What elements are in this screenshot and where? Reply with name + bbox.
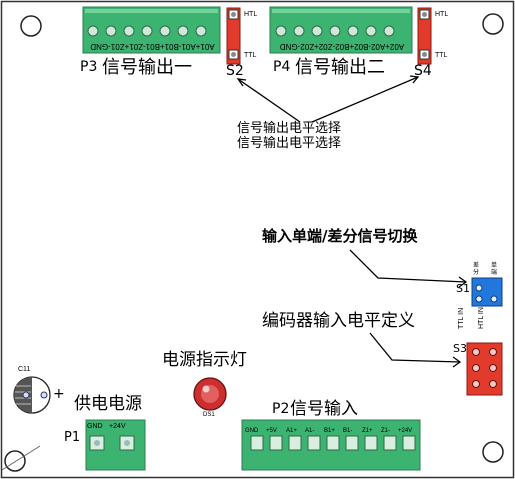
- s2-jumper: [226, 7, 241, 65]
- p2-terminal-block: [241, 419, 421, 471]
- p3-pin-labels: A01+A01-B01+B01-Z01+Z01-GND: [90, 42, 215, 51]
- s1-option-b: 单端: [491, 262, 498, 276]
- p2-pin: A1-: [305, 428, 315, 434]
- p4-terminal-block: [269, 6, 413, 54]
- p2-pin: Z1-: [381, 428, 390, 434]
- s3-header: [466, 342, 503, 396]
- p1-designator: P1: [64, 430, 81, 445]
- mount-hole-bottom-right: [482, 441, 504, 463]
- power-led-ref: DS1: [203, 412, 215, 418]
- s4-ttl-label: TTL: [435, 52, 448, 59]
- s1-designator: S1: [456, 282, 470, 295]
- p4-designator: P4: [273, 59, 291, 75]
- mount-hole-top-right: [482, 13, 504, 35]
- p3-terminal-block: [82, 6, 221, 54]
- s1-switch: [471, 277, 503, 307]
- s4-designator: S4: [414, 63, 432, 79]
- p2-pin: B1+: [324, 428, 335, 434]
- p2-pin: B1-: [343, 428, 353, 434]
- mount-hole-bottom-left: [4, 450, 26, 472]
- s3-option-htl: HTL IN: [478, 307, 485, 329]
- s2-htl-label: HTL: [244, 11, 258, 18]
- c11-plus: +: [53, 386, 65, 402]
- c11-capacitor: [13, 376, 51, 414]
- corner-mark: [1, 445, 41, 471]
- power-led-label: 电源指示灯: [162, 350, 247, 370]
- s1-arrow: [349, 249, 468, 288]
- output-level-note-1: 信号输出电平选择: [237, 121, 342, 136]
- s4-htl-label: HTL: [435, 11, 449, 18]
- p3-title: 信号输出一: [102, 57, 192, 78]
- p4-title: 信号输出二: [295, 57, 385, 78]
- s3-arrow: [369, 332, 462, 368]
- p1-terminal-block: [85, 419, 146, 471]
- mount-hole-top-left: [20, 15, 42, 37]
- output-level-arrows: [236, 75, 420, 123]
- p2-designator: P2: [272, 401, 290, 417]
- c11-ref: C11: [18, 366, 31, 373]
- s4-jumper: [417, 7, 432, 65]
- p2-pin: +5V: [266, 428, 277, 434]
- p1-pin-gnd: GND: [87, 423, 103, 430]
- output-level-note-2: 信号输出电平选择: [237, 136, 342, 151]
- p2-label: 信号输入: [290, 399, 358, 419]
- s1-option-a: 差分: [473, 262, 480, 276]
- s3-label: 编码器输入电平定义: [262, 311, 415, 331]
- p1-label: 供电电源: [74, 394, 142, 414]
- s2-ttl-label: TTL: [244, 52, 257, 59]
- power-led: [193, 377, 227, 411]
- p2-pin: A1+: [286, 428, 297, 434]
- p3-designator: P3: [80, 59, 98, 75]
- p2-pin: GND: [245, 428, 259, 434]
- p2-pin: Z1+: [362, 428, 373, 434]
- p2-pin: +24V: [398, 428, 413, 434]
- s3-designator: S3: [453, 342, 467, 355]
- p4-pin-labels: A02+A02-B02+B02-Z02+Z02-GND: [279, 42, 405, 51]
- s1-label: 输入单端/差分信号切换: [262, 227, 418, 245]
- s2-designator: S2: [226, 63, 244, 79]
- p1-pin-24v: +24V: [109, 423, 126, 430]
- s3-option-ttl: TTL IN: [458, 307, 465, 329]
